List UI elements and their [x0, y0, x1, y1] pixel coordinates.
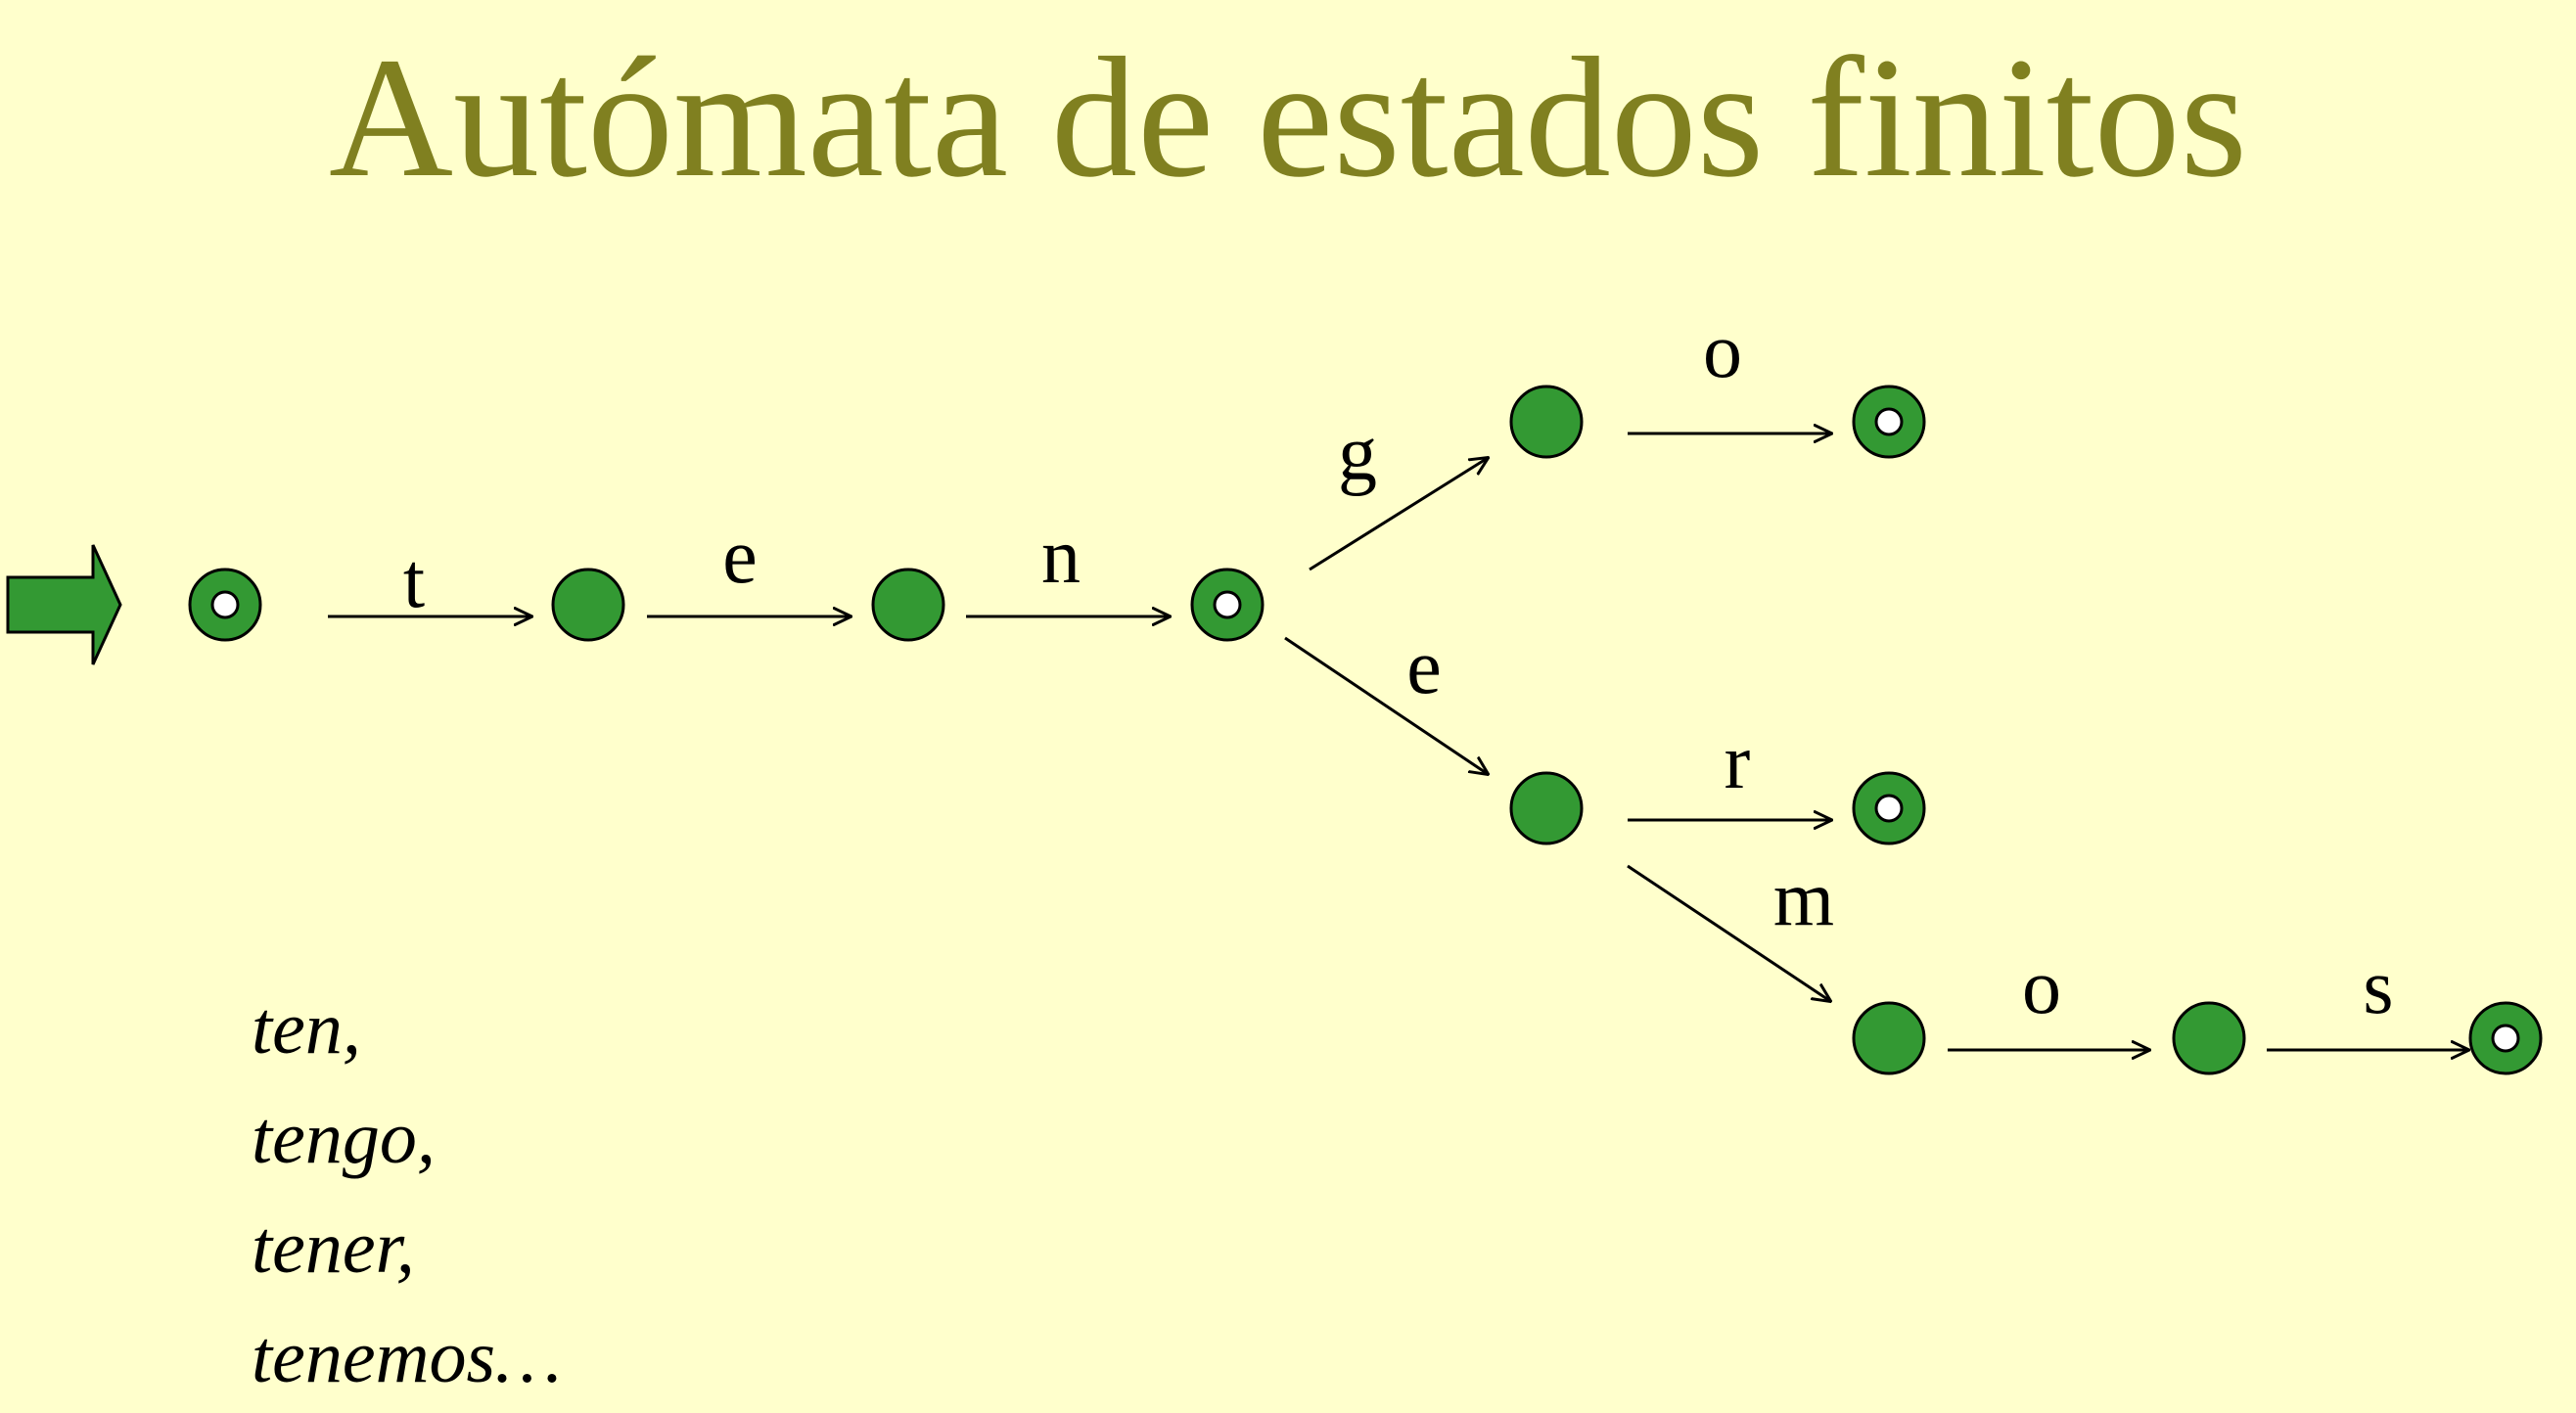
word-item: tenemos… [252, 1316, 562, 1398]
start-arrow-icon [6, 544, 122, 665]
transition-label: e [722, 514, 758, 600]
word-item: ten, [252, 987, 361, 1070]
transition-label: r [1725, 719, 1751, 805]
transition-label: e [1406, 624, 1442, 710]
final-state-node [1852, 771, 1926, 845]
state-node [871, 568, 945, 642]
final-state-node [1852, 385, 1926, 459]
word-item: tengo, [252, 1097, 436, 1179]
state-node [1509, 385, 1584, 459]
state-node [1509, 771, 1584, 845]
word-item: tener, [252, 1207, 415, 1289]
final-state-node [2468, 1001, 2543, 1075]
transition-label: o [2022, 944, 2061, 1030]
slide-title: Autómata de estados finitos [328, 23, 2248, 213]
word-list: ten, tengo, tener, tenemos… [252, 974, 562, 1412]
transition-label: o [1703, 308, 1742, 394]
transition-label: g [1338, 411, 1377, 497]
transition-arrow [1284, 636, 1488, 774]
final-state-node [1190, 568, 1265, 642]
transition-label: s [2363, 944, 2393, 1030]
transition-arrow [1627, 864, 1830, 1001]
state-node [2172, 1001, 2246, 1075]
transition-arrow [1309, 458, 1488, 571]
transition-label: n [1041, 514, 1081, 600]
state-node [551, 568, 625, 642]
transition-label: m [1773, 856, 1834, 942]
transition-label: t [403, 538, 425, 624]
final-state-node [188, 568, 262, 642]
state-node [1852, 1001, 1926, 1075]
